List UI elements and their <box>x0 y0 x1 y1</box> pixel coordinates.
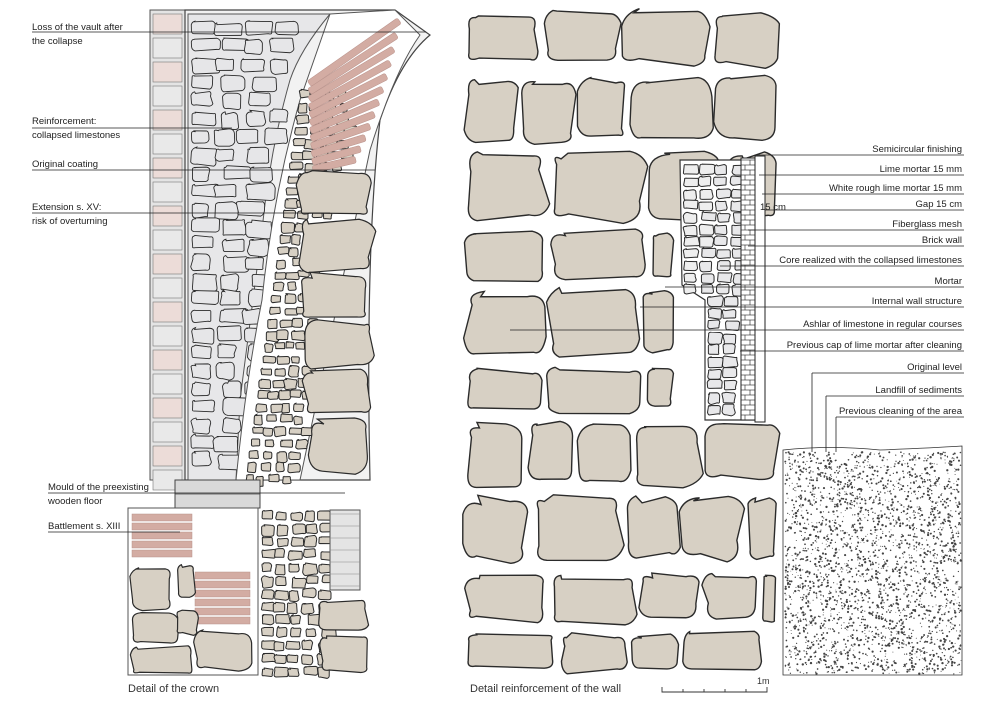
right-label-text: Gap 15 cm <box>916 199 963 210</box>
brick-wall <box>740 157 756 421</box>
label-extension: Extension s. XV: risk of overturning <box>32 202 330 227</box>
right-label-13: Landfill of sediments <box>825 385 964 452</box>
right-label-text: Semicircular finishing <box>872 144 962 155</box>
right-label-text: Core realized with the collapsed limesto… <box>779 255 962 266</box>
right-label-4: Gap 15 cm <box>765 199 964 211</box>
svg-text:Battlement s. XIII: Battlement s. XIII <box>48 521 120 532</box>
right-label-14: Previous cleaning of the area <box>835 406 964 452</box>
right-label-text: Original level <box>907 362 962 373</box>
right-label-text: Ashlar of limestone in regular courses <box>803 319 962 330</box>
svg-text:Original coating: Original coating <box>32 159 98 170</box>
mortar-layers <box>754 155 766 423</box>
right-label-10: Ashlar of limestone in regular courses <box>510 319 964 331</box>
left-ashlars <box>295 170 377 475</box>
vault-bricks <box>307 18 401 173</box>
right-label-text: Previous cleaning of the area <box>839 406 963 417</box>
right-label-6: Brick wall <box>748 235 964 247</box>
right-label-2: Lime mortar 15 mm <box>759 164 964 176</box>
scale-label: 1m <box>757 676 770 686</box>
label-floor-mould: Mould of the preexisting wooden floor <box>47 482 345 507</box>
gap-dimension: 15 cm <box>760 202 786 213</box>
battlement-stones <box>129 513 253 674</box>
label-reinforcement: Reinforcement: collapsed limestones <box>32 116 232 141</box>
right-label-text: White rough lime mortar 15 mm <box>829 183 962 194</box>
right-label-text: Mortar <box>935 276 962 287</box>
svg-text:Loss of the vault after: Loss of the vault after <box>32 22 123 33</box>
label-original-coating: Original coating <box>32 159 375 171</box>
left-caption: Detail of the crown <box>128 683 219 695</box>
right-label-9: Internal wall structure <box>640 296 964 308</box>
svg-text:collapsed limestones: collapsed limestones <box>32 130 120 141</box>
svg-text:risk of overturning: risk of overturning <box>32 216 108 227</box>
svg-text:Extension s. XV:: Extension s. XV: <box>32 202 101 213</box>
right-label-12: Original level <box>811 362 964 452</box>
right-label-text: Landfill of sediments <box>875 385 962 396</box>
lower-rubble <box>260 509 370 679</box>
right-label-text: Fiberglass mesh <box>892 219 962 230</box>
right-label-11: Previous cap of lime mortar after cleani… <box>740 340 964 352</box>
svg-text:Mould of the preexisting: Mould of the preexisting <box>48 482 149 493</box>
svg-text:wooden floor: wooden floor <box>47 496 102 507</box>
pocket-stones <box>682 163 750 417</box>
scale-bar: 1m <box>661 676 770 693</box>
right-label-text: Previous cap of lime mortar after cleani… <box>787 340 962 351</box>
landfill-dots <box>784 451 962 675</box>
right-caption: Detail reinforcement of the wall <box>470 683 621 695</box>
right-label-text: Internal wall structure <box>872 296 962 307</box>
crown-detail <box>127 9 431 679</box>
right-label-3: White rough lime mortar 15 mm <box>762 183 964 195</box>
wall-stones <box>462 8 781 675</box>
svg-text:Reinforcement:: Reinforcement: <box>32 116 96 127</box>
label-vault-loss: Loss of the vault after the collapse <box>32 22 426 47</box>
wall-detail <box>462 8 963 676</box>
right-label-7: Core realized with the collapsed limesto… <box>720 255 964 267</box>
label-battlement: Battlement s. XIII <box>48 521 180 533</box>
left-labels: Loss of the vault after the collapse Rei… <box>32 22 426 695</box>
svg-text:the collapse: the collapse <box>32 36 83 47</box>
side-wall-courses <box>152 13 183 491</box>
right-label-5: Fiberglass mesh <box>748 219 964 231</box>
right-label-text: Lime mortar 15 mm <box>880 164 962 175</box>
landfill <box>782 445 963 676</box>
right-label-1: Semicircular finishing <box>757 144 964 156</box>
right-label-text: Brick wall <box>922 235 962 246</box>
right-label-8: Mortar <box>665 276 964 288</box>
